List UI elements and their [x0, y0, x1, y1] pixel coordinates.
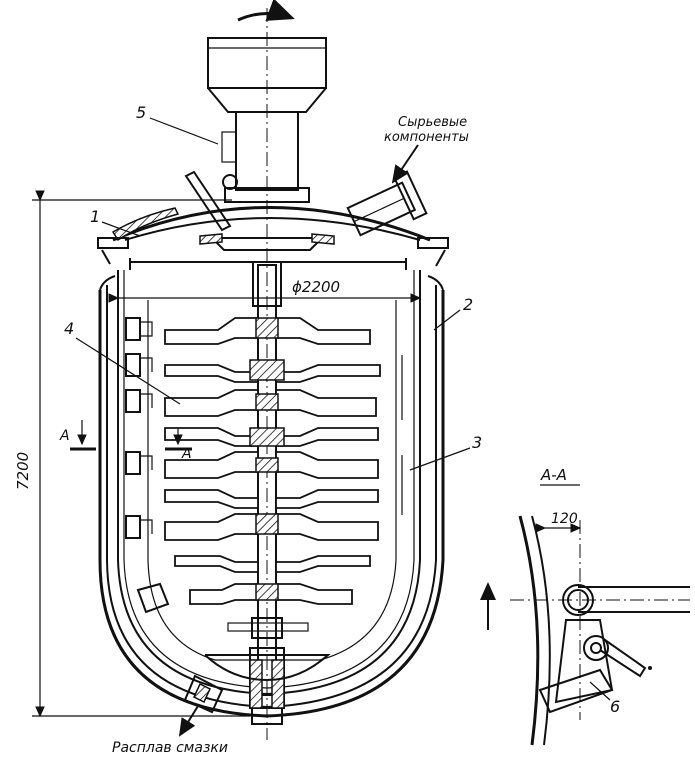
- raw-components-label-line2: компоненты: [384, 130, 469, 145]
- inlet-arrow-icon: [391, 144, 419, 184]
- dimension-120: 120: [551, 511, 578, 527]
- label-part-1: 1: [90, 207, 100, 226]
- height-dimension: 7200: [14, 452, 32, 490]
- rotation-arrow-icon: [237, 0, 295, 22]
- raw-components-label-line1: Сырьевые: [398, 115, 467, 130]
- dimensions: [32, 190, 422, 718]
- leader-lines: [75, 117, 611, 701]
- section-marker-a-left: A: [59, 428, 70, 444]
- section-marker-a-right: A: [181, 446, 192, 462]
- drive-assembly: [184, 0, 327, 232]
- melt-output-label: Расплав смазки: [112, 740, 228, 756]
- diameter-dimension: ϕ2200: [292, 278, 340, 296]
- outlet-arrow-icon: [178, 705, 199, 737]
- label-part-5: 5: [136, 103, 146, 122]
- section-a-a: [480, 484, 690, 746]
- scrapers-left: [125, 317, 170, 614]
- label-part-4: 4: [64, 319, 74, 338]
- vessel-body: [97, 144, 449, 737]
- label-part-2: 2: [463, 295, 473, 314]
- label-part-3: 3: [472, 433, 482, 452]
- agitator-blades: [164, 317, 381, 605]
- label-part-6: 6: [610, 697, 620, 716]
- section-title: A-A: [540, 466, 567, 484]
